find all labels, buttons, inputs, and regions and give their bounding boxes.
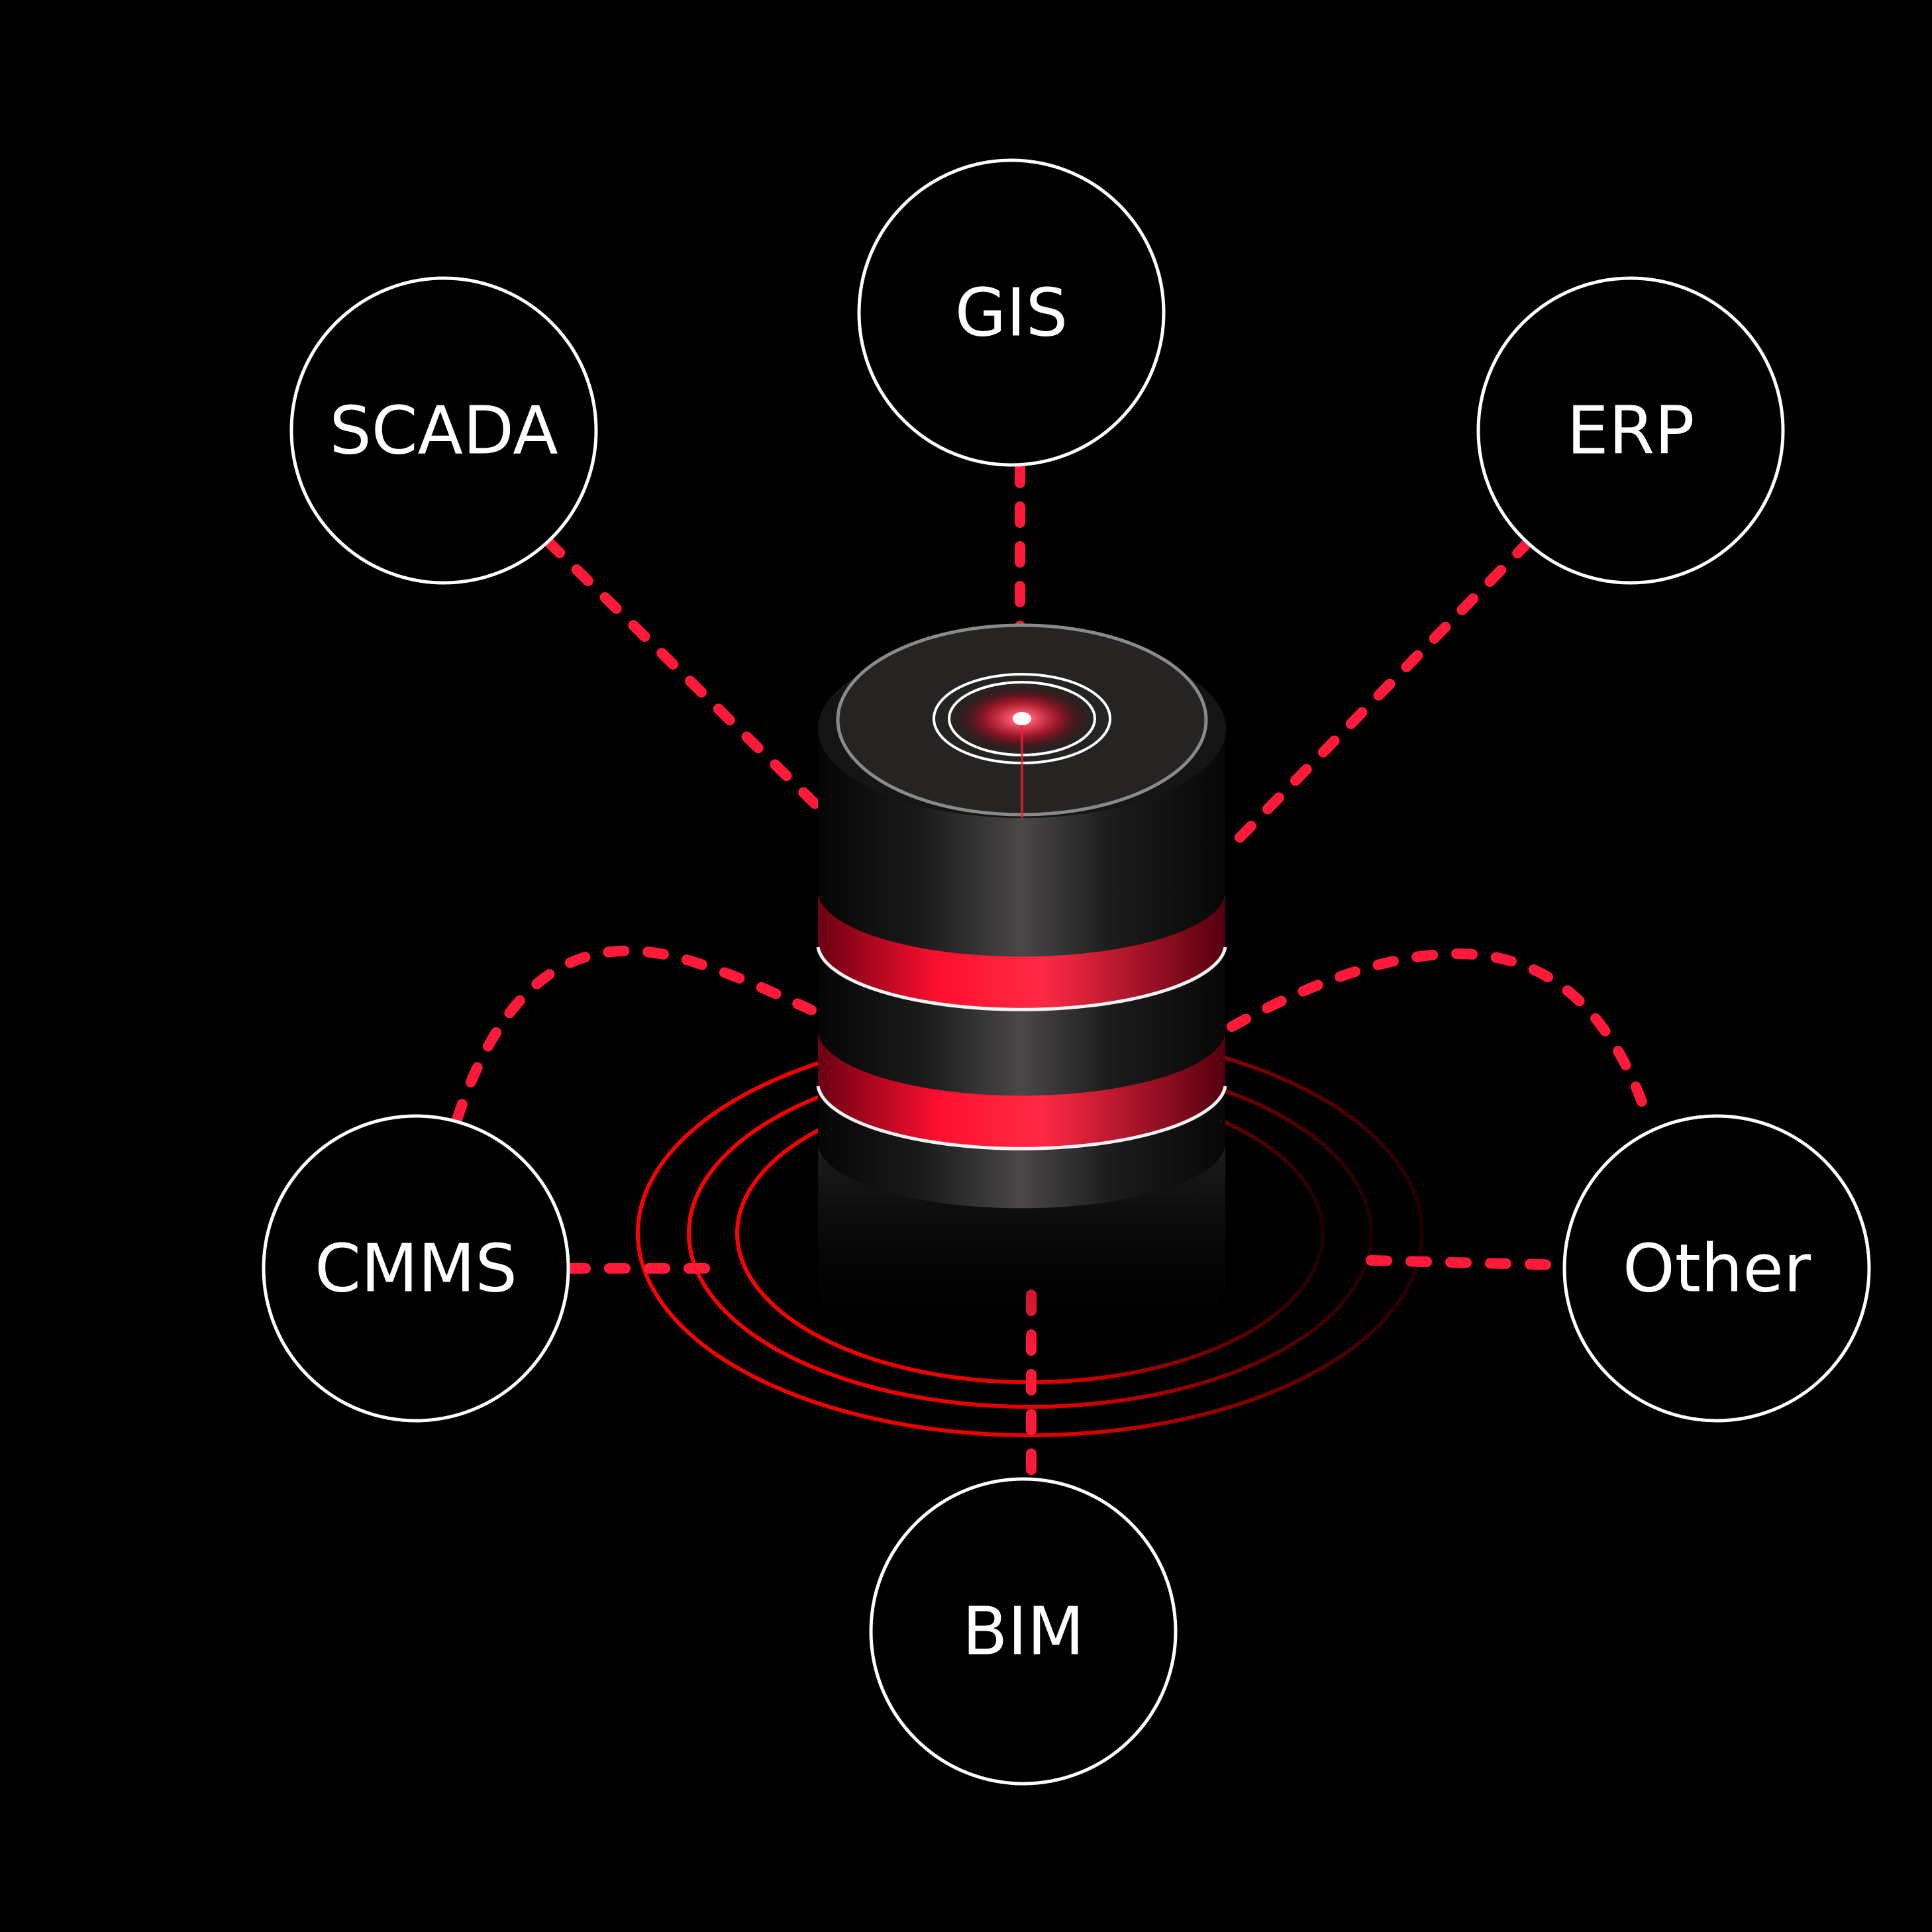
node-erp-circle — [1476, 276, 1785, 585]
connectors — [452, 462, 1654, 1479]
connector-other-arc — [1227, 948, 1654, 1128]
node-gis-label: GIS — [955, 274, 1068, 352]
cylinder-band-lower — [818, 1033, 1225, 1149]
connector-erp — [1221, 536, 1534, 856]
node-scada-circle — [289, 276, 598, 585]
node-other-label: Other — [1623, 1230, 1811, 1307]
node-erp: ERP — [1476, 276, 1785, 585]
node-erp-label: ERP — [1567, 392, 1695, 470]
node-gis-circle — [857, 158, 1166, 467]
cylinder-band-upper-edge — [816, 946, 1227, 1011]
cylinder-band-upper — [818, 894, 1225, 1010]
node-cmms-label: CMMS — [315, 1230, 517, 1307]
database-cylinder-icon — [816, 623, 1227, 1351]
cylinder-band-lower-edge — [816, 1086, 1227, 1150]
node-scada: SCADA — [289, 276, 598, 585]
node-other: Other — [1562, 1114, 1871, 1423]
connector-cmms-arc — [452, 945, 817, 1125]
node-cmms-circle — [262, 1114, 570, 1423]
connector-scada — [543, 536, 823, 812]
node-cmms: CMMS — [262, 1114, 570, 1423]
node-bim: BIM — [869, 1477, 1178, 1786]
node-gis: GIS — [857, 158, 1166, 467]
node-bim-circle — [869, 1477, 1178, 1786]
node-scada-label: SCADA — [329, 392, 558, 470]
node-other-circle — [1562, 1114, 1871, 1423]
lid-glow-core — [1013, 712, 1031, 725]
node-bim-label: BIM — [962, 1593, 1084, 1670]
connector-other — [1366, 1255, 1568, 1270]
